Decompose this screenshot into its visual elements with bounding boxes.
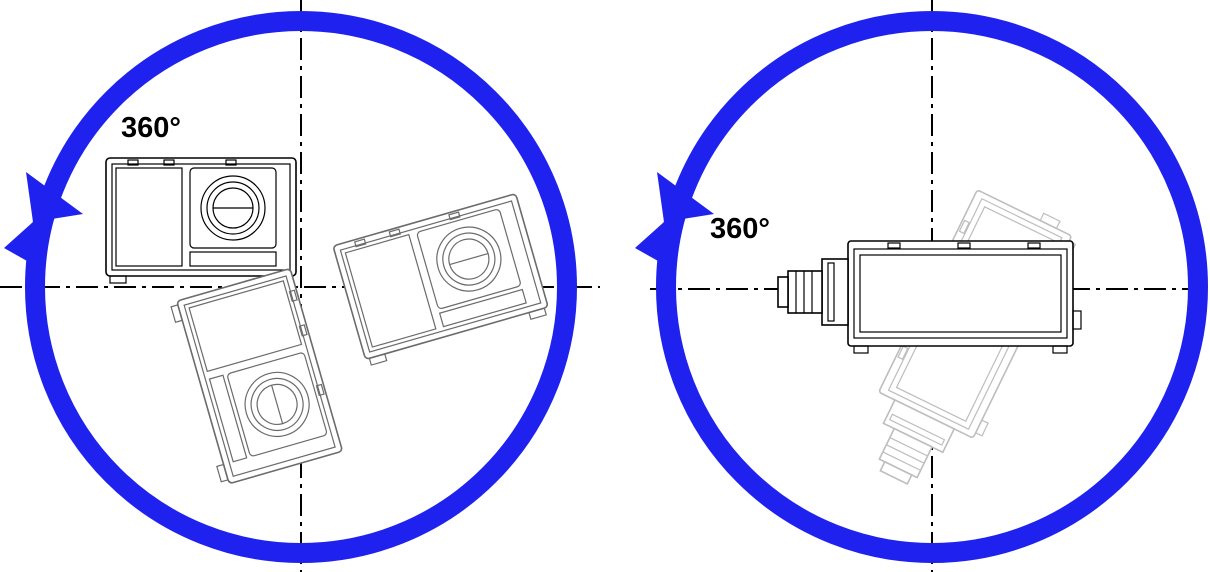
projector-icon (105, 157, 297, 284)
right-angle-label: 360° (710, 213, 770, 245)
left-angle-label: 360° (121, 112, 181, 144)
left-diagram: 360° (0, 0, 600, 572)
left-rotation-ring (25, 11, 577, 563)
rotation-arrow-icon (4, 172, 83, 270)
projector-icon (777, 240, 1082, 354)
right-diagram: 360° (635, 0, 1210, 572)
projector-icon (169, 267, 344, 487)
rotation-arrow-icon (635, 172, 714, 270)
right-rotation-ring (656, 11, 1208, 563)
projector-icon (332, 192, 551, 367)
